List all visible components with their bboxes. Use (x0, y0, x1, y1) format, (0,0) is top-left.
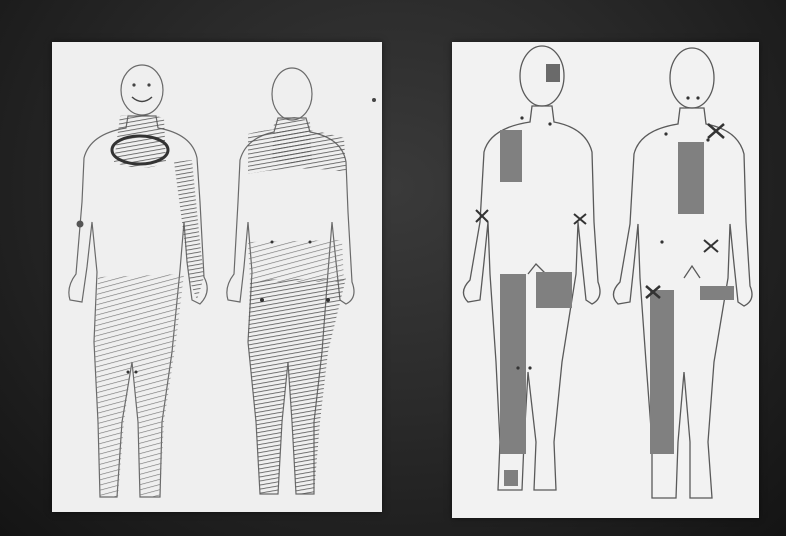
left-body-chart-sheet (52, 42, 382, 512)
front-shoulder-block (500, 130, 522, 182)
dot-mark-icon (135, 371, 138, 374)
front-head-block (546, 64, 560, 82)
pencil-body-chart-icon (52, 42, 382, 512)
dot-mark-icon (127, 371, 130, 374)
pain-map-body-chart-icon (452, 42, 759, 518)
dot-mark-icon (77, 221, 84, 228)
front-leg-block (500, 274, 526, 454)
back-neck-shading (272, 117, 312, 164)
back-spine-block (678, 142, 704, 214)
front-thigh-block (536, 272, 572, 308)
right-body-chart-sheet (452, 42, 759, 518)
back-hip-block (700, 286, 734, 300)
front-foot-block (504, 470, 518, 486)
back-hip-shading (248, 240, 344, 282)
back-leg-block (650, 290, 674, 454)
